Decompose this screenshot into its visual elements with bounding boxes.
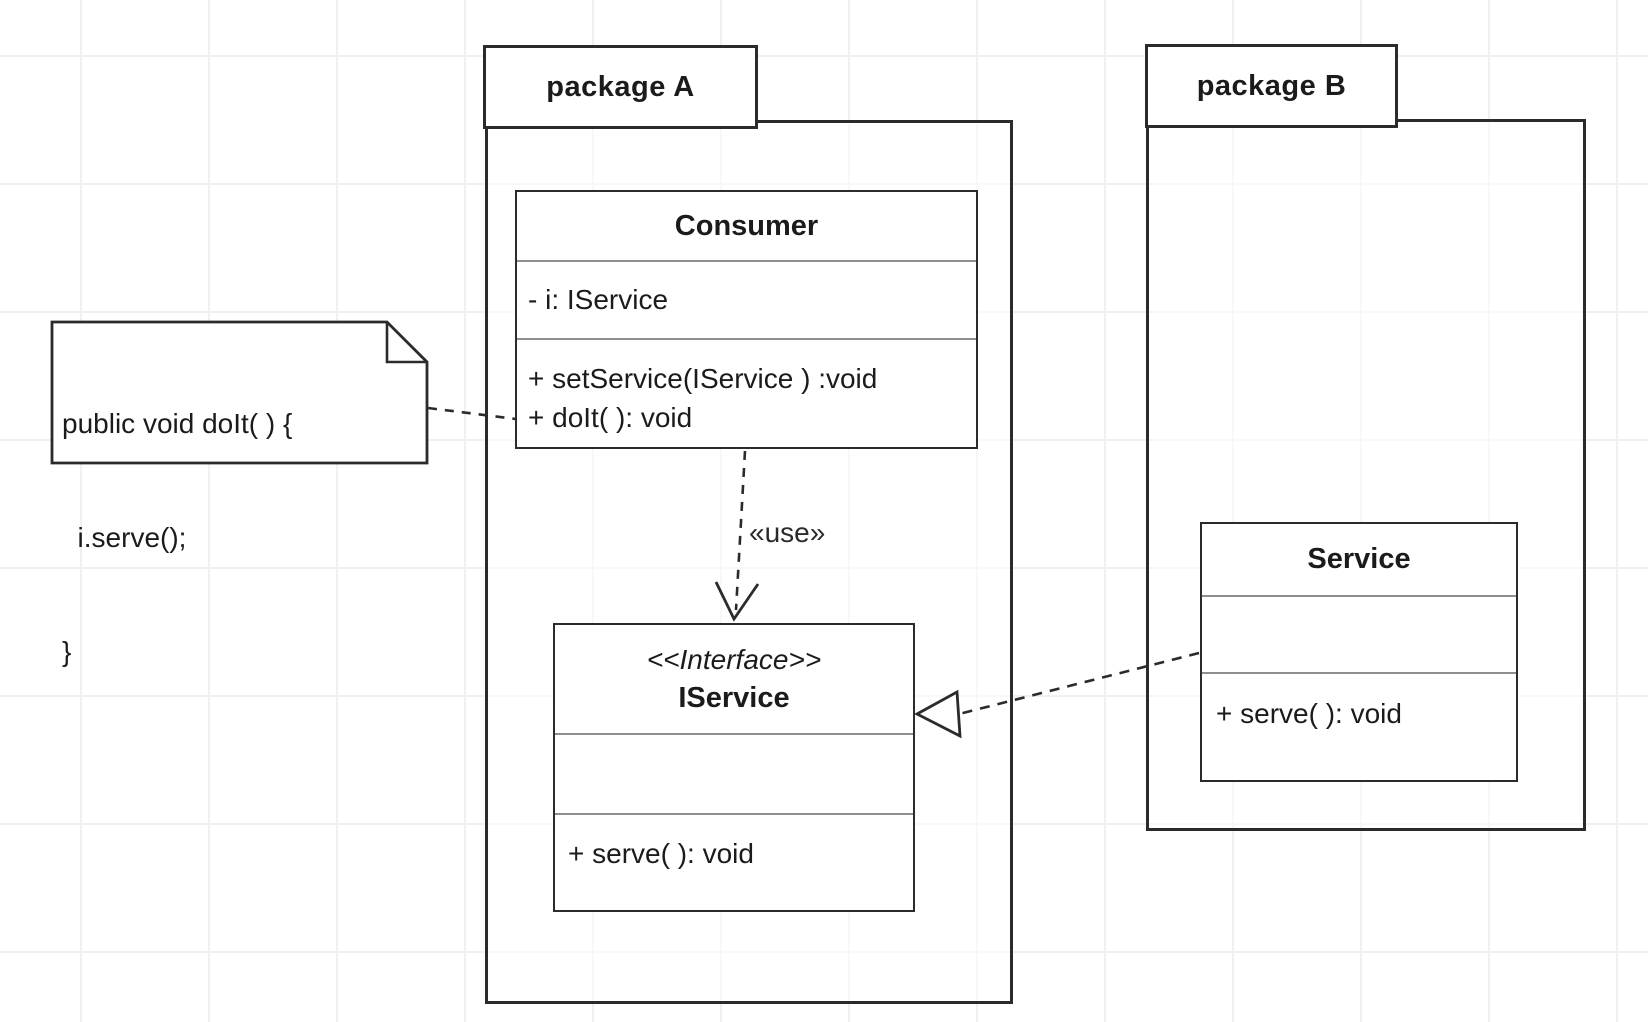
class-iservice: <<Interface>> IService + serve( ): void [553, 623, 915, 912]
class-service: Service + serve( ): void [1200, 522, 1518, 782]
note-line-3: } [62, 636, 72, 667]
class-consumer-methods: + setService(IService ) :void + doIt( ):… [517, 338, 976, 447]
class-consumer-name: Consumer [674, 209, 819, 242]
class-service-methods: + serve( ): void [1202, 672, 1516, 780]
class-iservice-methods: + serve( ): void [555, 813, 913, 910]
package-a-tab: package A [483, 45, 758, 129]
class-iservice-name: IService [678, 682, 790, 714]
code-note: public void doIt( ) { i.serve(); } [52, 322, 427, 667]
use-stereotype-label: «use» [749, 517, 826, 548]
note-line-1: public void doIt( ) { [62, 408, 293, 439]
consumer-method-setservice: + setService(IService ) :void [528, 363, 878, 394]
class-service-attributes [1202, 595, 1516, 672]
consumer-method-doit: + doIt( ): void [528, 402, 693, 433]
package-b-label: package B [1196, 69, 1347, 102]
class-consumer-attributes: - i: IService [517, 260, 976, 338]
note-line-2: i.serve(); [62, 522, 187, 553]
class-consumer: Consumer - i: IService + setService(ISer… [515, 190, 978, 449]
service-method-serve: + serve( ): void [1216, 698, 1402, 729]
iservice-method-serve: + serve( ): void [568, 838, 754, 869]
class-iservice-title: <<Interface>> IService [555, 625, 913, 733]
package-a-label: package A [546, 70, 695, 103]
consumer-attribute: - i: IService [528, 284, 669, 315]
iservice-stereotype: <<Interface>> [646, 644, 822, 675]
class-service-name: Service [1307, 543, 1411, 575]
package-b-tab: package B [1145, 44, 1398, 128]
class-iservice-attributes [555, 733, 913, 813]
